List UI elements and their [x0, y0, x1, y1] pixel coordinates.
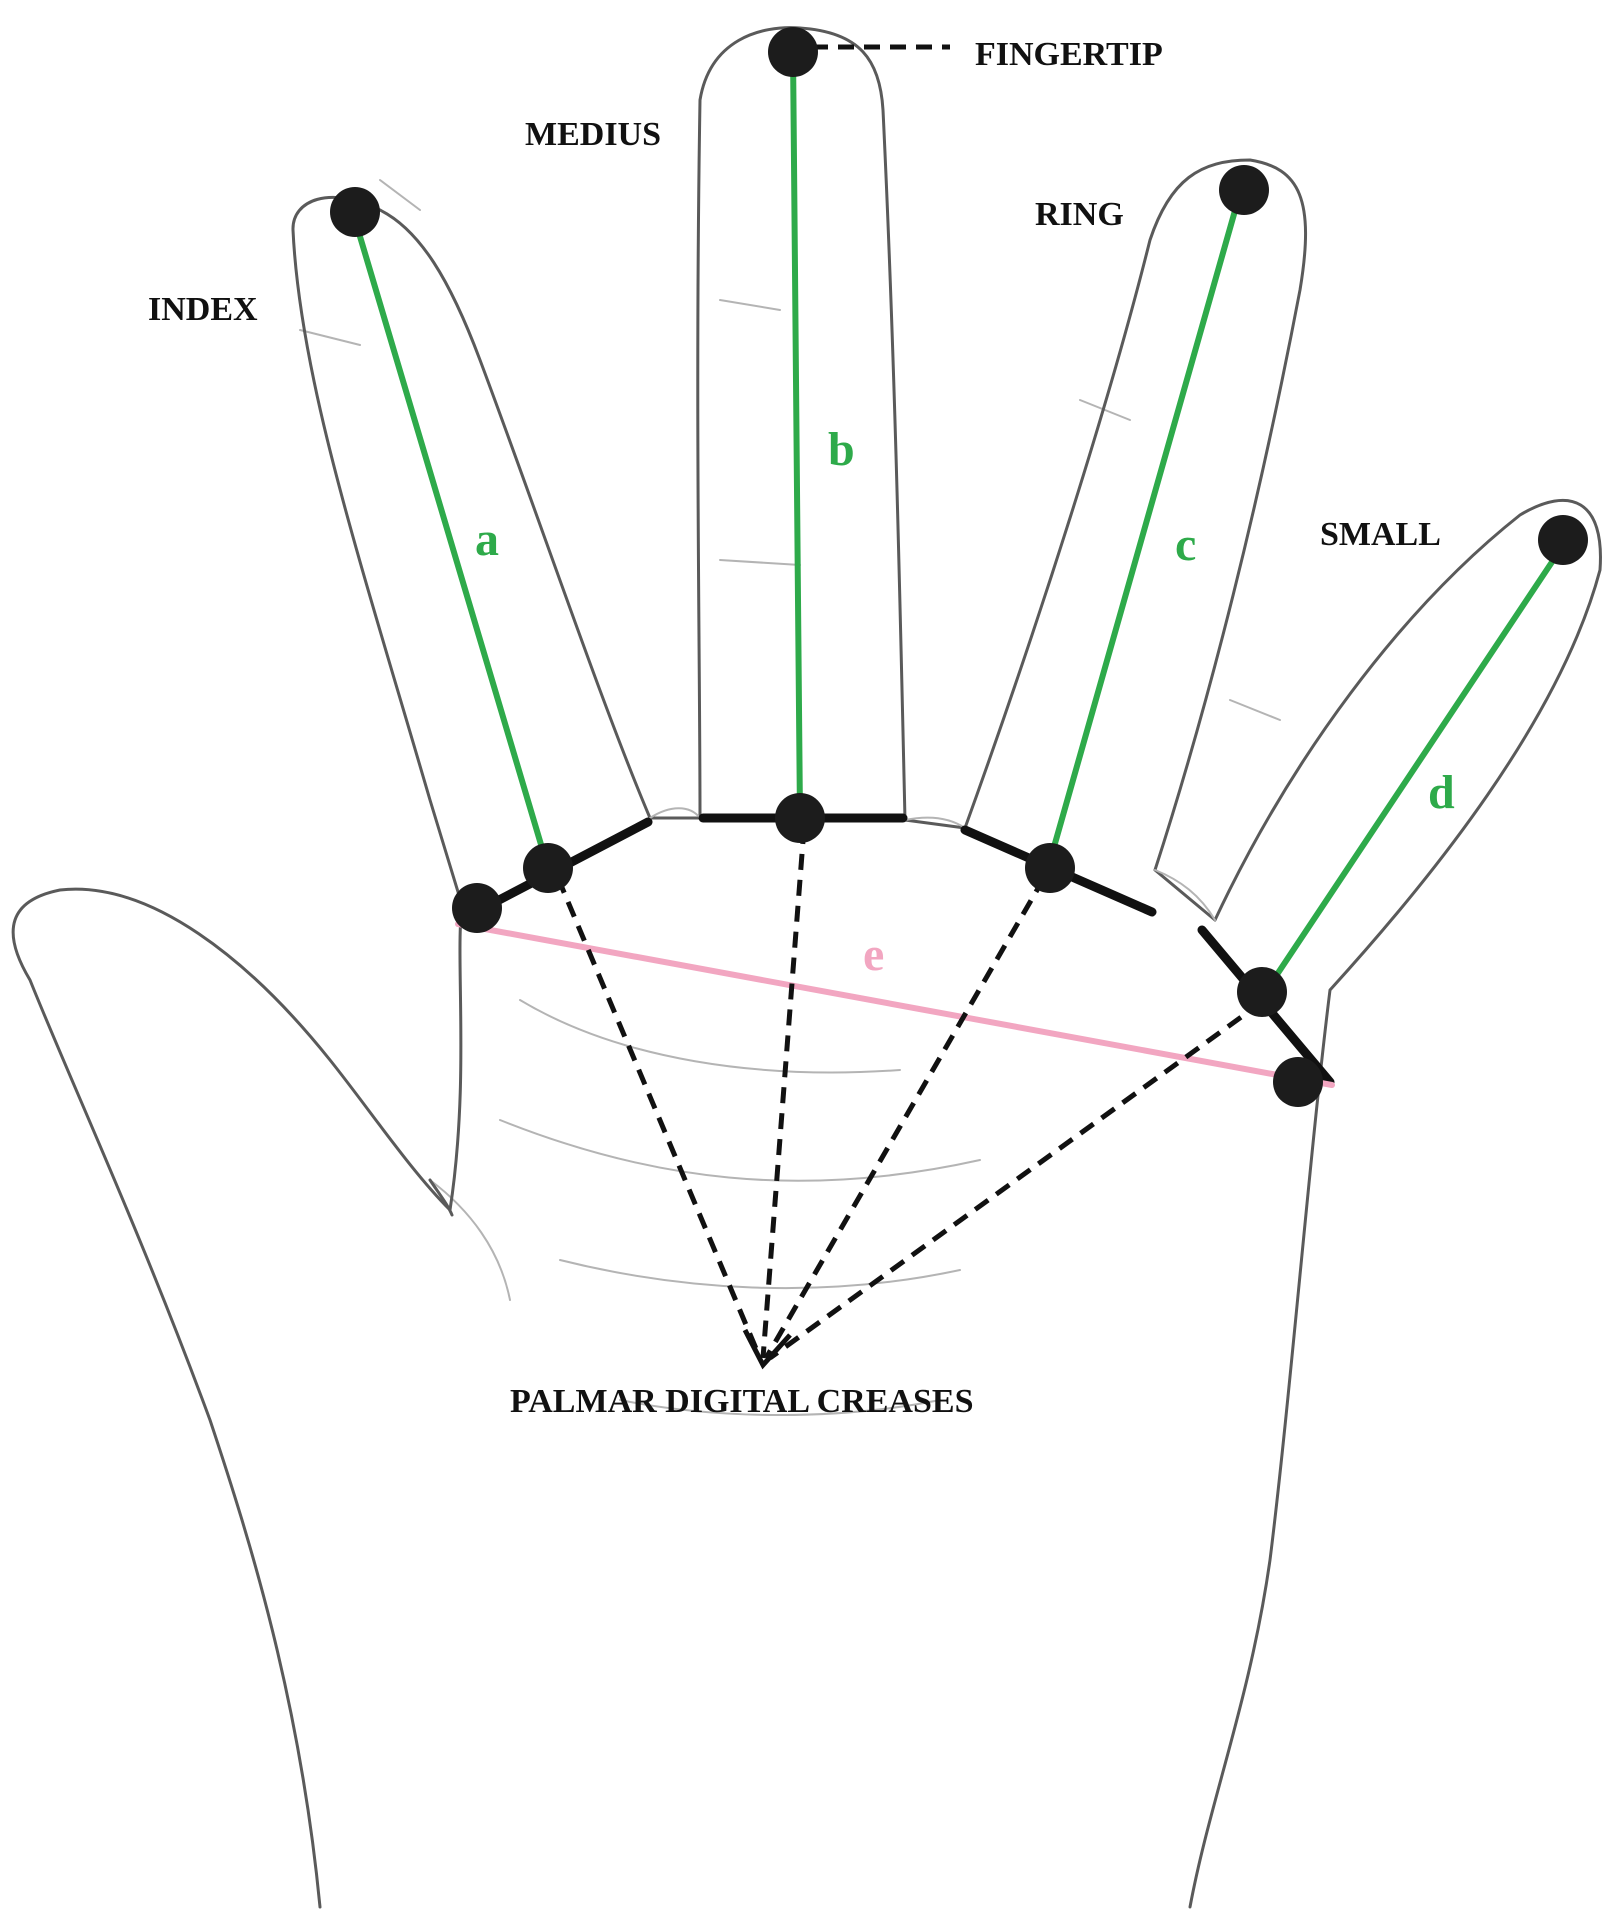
label-small: SMALL — [1320, 516, 1441, 553]
label-b: b — [828, 423, 855, 476]
dot-small-base — [1237, 967, 1287, 1017]
pointer-medius-crease — [760, 827, 807, 1359]
dot-small-tip — [1538, 515, 1588, 565]
label-ring: RING — [1035, 196, 1124, 233]
pointer-ring-crease — [763, 876, 1047, 1360]
label-d: d — [1428, 766, 1455, 819]
line-c — [1045, 169, 1249, 871]
pointer-small-crease — [768, 999, 1264, 1361]
line-e — [455, 921, 1335, 1088]
finger-length-lines — [350, 49, 1571, 997]
dot-ring-tip — [1219, 165, 1269, 215]
palm-texture — [299, 179, 1281, 1416]
arrowhead-icon — [742, 1328, 792, 1370]
dot-index-tip — [330, 187, 380, 237]
label-fingertip: FINGERTIP — [975, 36, 1163, 73]
label-a: a — [475, 513, 499, 566]
dashed-pointers — [555, 44, 1264, 1370]
landmark-points — [330, 27, 1588, 1107]
dot-medius-tip — [768, 27, 818, 77]
hand-outline — [11, 26, 1602, 1909]
dot-ring-base — [1025, 843, 1075, 893]
dot-index-base — [523, 843, 573, 893]
line-d — [1261, 535, 1571, 997]
label-medius: MEDIUS — [525, 116, 661, 153]
label-palmar-digital-creases: PALMAR DIGITAL CREASES — [510, 1383, 973, 1420]
label-c: c — [1175, 518, 1196, 571]
label-index: INDEX — [148, 291, 258, 328]
line-a — [350, 210, 551, 871]
dot-palm-radial — [452, 883, 502, 933]
dot-medius-base — [775, 793, 825, 843]
label-e: e — [863, 928, 884, 981]
line-b — [790, 49, 803, 821]
pointer-index-crease — [555, 877, 763, 1359]
dot-palm-ulnar — [1273, 1057, 1323, 1107]
